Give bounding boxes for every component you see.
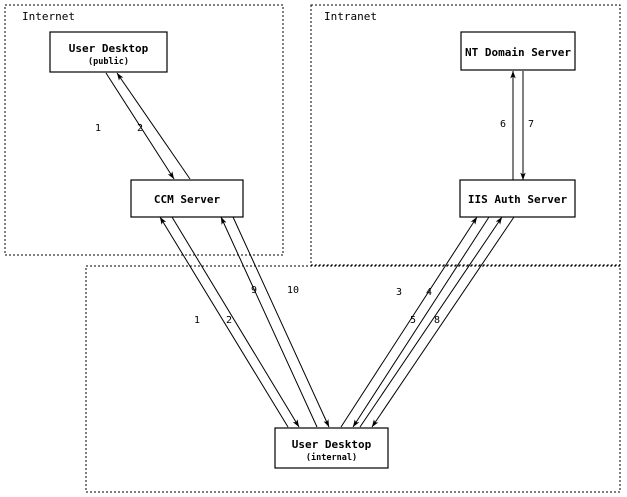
flow-line-1-internal-request	[159, 216, 289, 428]
edge-label-2-internal: 2	[226, 315, 232, 326]
flow-line-1-public-request	[105, 72, 175, 180]
node-title-user-desktop-public: User Desktop	[69, 42, 149, 55]
node-box-nt-domain-server[interactable]	[460, 31, 576, 71]
edge-label-9: 9	[251, 285, 257, 296]
flow-line-10-internal-response	[232, 216, 330, 428]
edge-label-4: 4	[426, 287, 432, 298]
node-ccm-server[interactable]: CCM Server	[130, 179, 244, 218]
node-user-desktop-internal[interactable]: User Desktop (internal)	[274, 427, 389, 469]
flow-line-9-internal-request	[220, 216, 318, 428]
node-box-user-desktop-internal[interactable]	[274, 427, 389, 469]
node-subtitle-user-desktop-public: (public)	[88, 56, 129, 67]
zone-label-intranet: Intranet	[324, 10, 377, 23]
flow-line-2-internal-response	[171, 216, 300, 428]
edge-label-6: 6	[500, 119, 506, 130]
edge-label-1-internal: 1	[194, 315, 200, 326]
edge-label-1-public: 1	[95, 123, 101, 134]
flow-line-8-auth-token	[371, 216, 515, 428]
edge-label-3: 3	[396, 287, 402, 298]
node-box-iis-auth-server[interactable]	[459, 179, 576, 218]
flow-line-4-auth-challenge	[352, 216, 490, 428]
edge-label-8: 8	[434, 315, 440, 326]
node-box-user-desktop-public[interactable]	[49, 31, 168, 73]
flow-line-2-public-response	[116, 72, 191, 180]
zone-intranet-boundary	[310, 4, 621, 266]
edge-label-7: 7	[528, 119, 534, 130]
node-iis-auth-server[interactable]: IIS Auth Server	[459, 179, 576, 218]
node-title-ccm-server: CCM Server	[154, 193, 221, 206]
node-title-user-desktop-internal: User Desktop	[292, 438, 372, 451]
node-box-ccm-server[interactable]	[130, 179, 244, 218]
node-title-iis-auth-server: IIS Auth Server	[468, 193, 568, 206]
flow-line-5-credentials	[359, 216, 503, 428]
zone-label-internet: Internet	[22, 10, 75, 23]
node-subtitle-user-desktop-internal: (internal)	[306, 452, 357, 463]
flow-line-3-auth-request	[340, 216, 478, 428]
node-nt-domain-server[interactable]: NT Domain Server	[460, 31, 576, 71]
node-title-nt-domain-server: NT Domain Server	[465, 46, 571, 59]
node-user-desktop-public[interactable]: User Desktop (public)	[49, 31, 168, 73]
edge-label-5: 5	[410, 315, 416, 326]
edge-label-10: 10	[287, 285, 299, 296]
edge-label-2-public: 2	[137, 123, 143, 134]
